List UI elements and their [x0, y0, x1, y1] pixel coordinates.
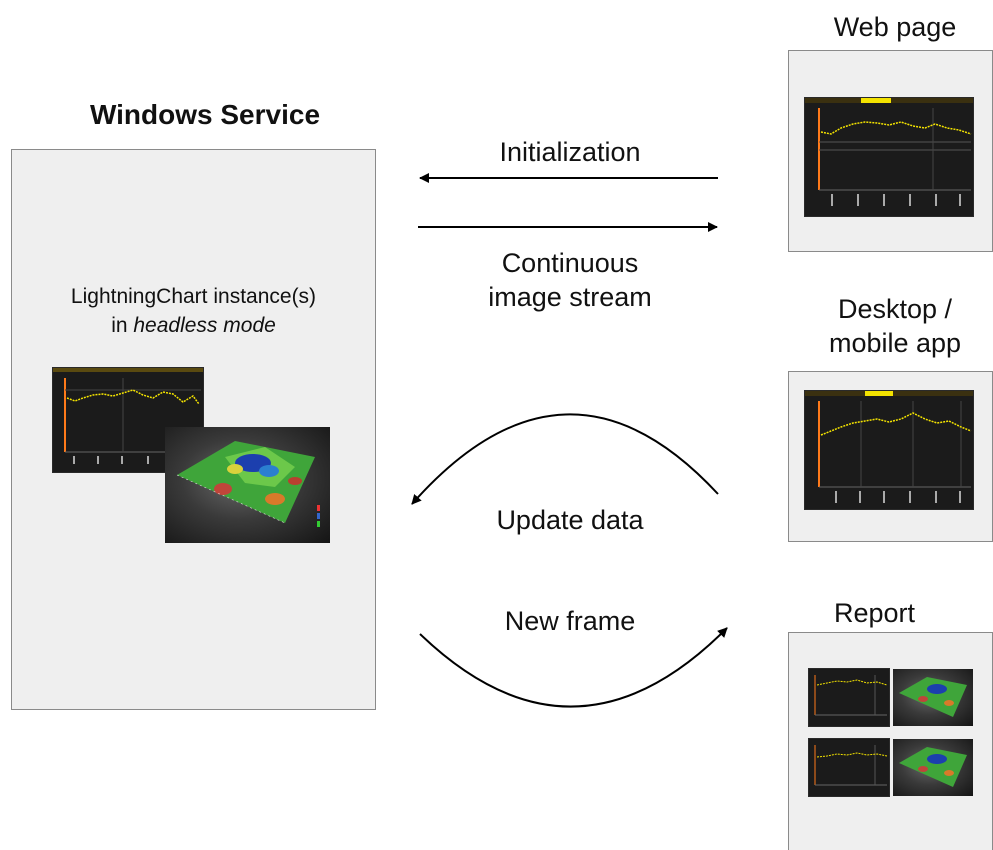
- instance-label: LightningChart instance(s) in headless m…: [11, 282, 376, 340]
- stream-label: Continuous image stream: [430, 246, 710, 314]
- instance-line1: LightningChart instance(s): [70, 285, 317, 308]
- instance-line2-prefix: in: [111, 314, 134, 337]
- initialization-label: Initialization: [499, 137, 641, 167]
- web-page-title: Web page: [833, 12, 957, 42]
- web-page-chart: [805, 98, 973, 216]
- report-line-chart-2: [809, 739, 889, 796]
- windows-service-title: Windows Service: [89, 99, 321, 130]
- new-frame-curve: [419, 627, 728, 708]
- report-3d-surface-2: [893, 739, 973, 796]
- report-3d-surface-1: [893, 669, 973, 726]
- report-line-chart-1: [809, 669, 889, 726]
- headless-mode-text: headless mode: [133, 314, 276, 337]
- desktop-line2: mobile app: [828, 328, 962, 358]
- update-data-curve: [411, 413, 719, 505]
- desktop-mobile-title: Desktop / mobile app: [800, 292, 990, 360]
- instance-line2: in headless mode: [11, 311, 376, 340]
- new-frame-label: New frame: [504, 606, 636, 636]
- service-3d-surface-chart: [165, 427, 330, 543]
- desktop-mobile-chart: [805, 391, 973, 509]
- update-data-label: Update data: [496, 505, 644, 535]
- desktop-line1: Desktop /: [837, 294, 953, 324]
- stream-line1: Continuous: [501, 248, 639, 278]
- report-title: Report: [834, 598, 916, 628]
- stream-line2: image stream: [488, 282, 652, 312]
